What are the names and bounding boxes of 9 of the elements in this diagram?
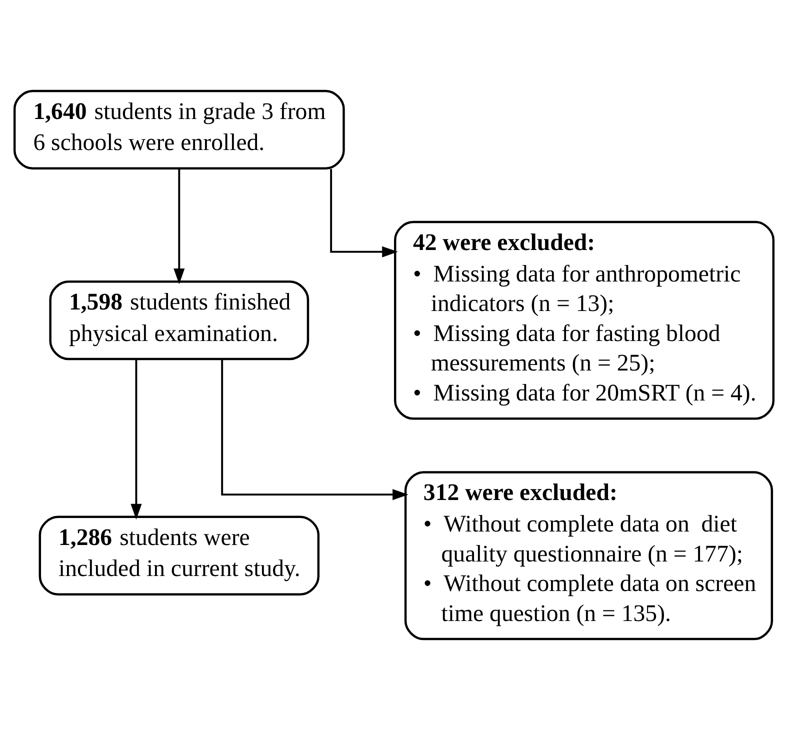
arrow — [130, 359, 142, 520]
node-box: 312 were excluded: • Without complete data on diet quality questionnaire (n = 177); • Without complete data on screen time question (n = 135). — [404, 471, 774, 640]
node-box: 42 were excluded: • Missing data for anthropometric indicators (n = 13); • Missing data for fasting blood messurements (n = 25); • Missing data for 20mSRT (n = 4). — [394, 220, 775, 420]
node-box: 1,640 students in grade 3 from 6 schools were enrolled. — [13, 90, 345, 170]
arrow — [174, 168, 185, 284]
node-box: 1,598 students finished physical examination. — [49, 280, 310, 360]
arrow — [221, 359, 408, 500]
arrow — [330, 169, 398, 258]
node-box: 1,286 students were included in current study. — [38, 516, 320, 596]
